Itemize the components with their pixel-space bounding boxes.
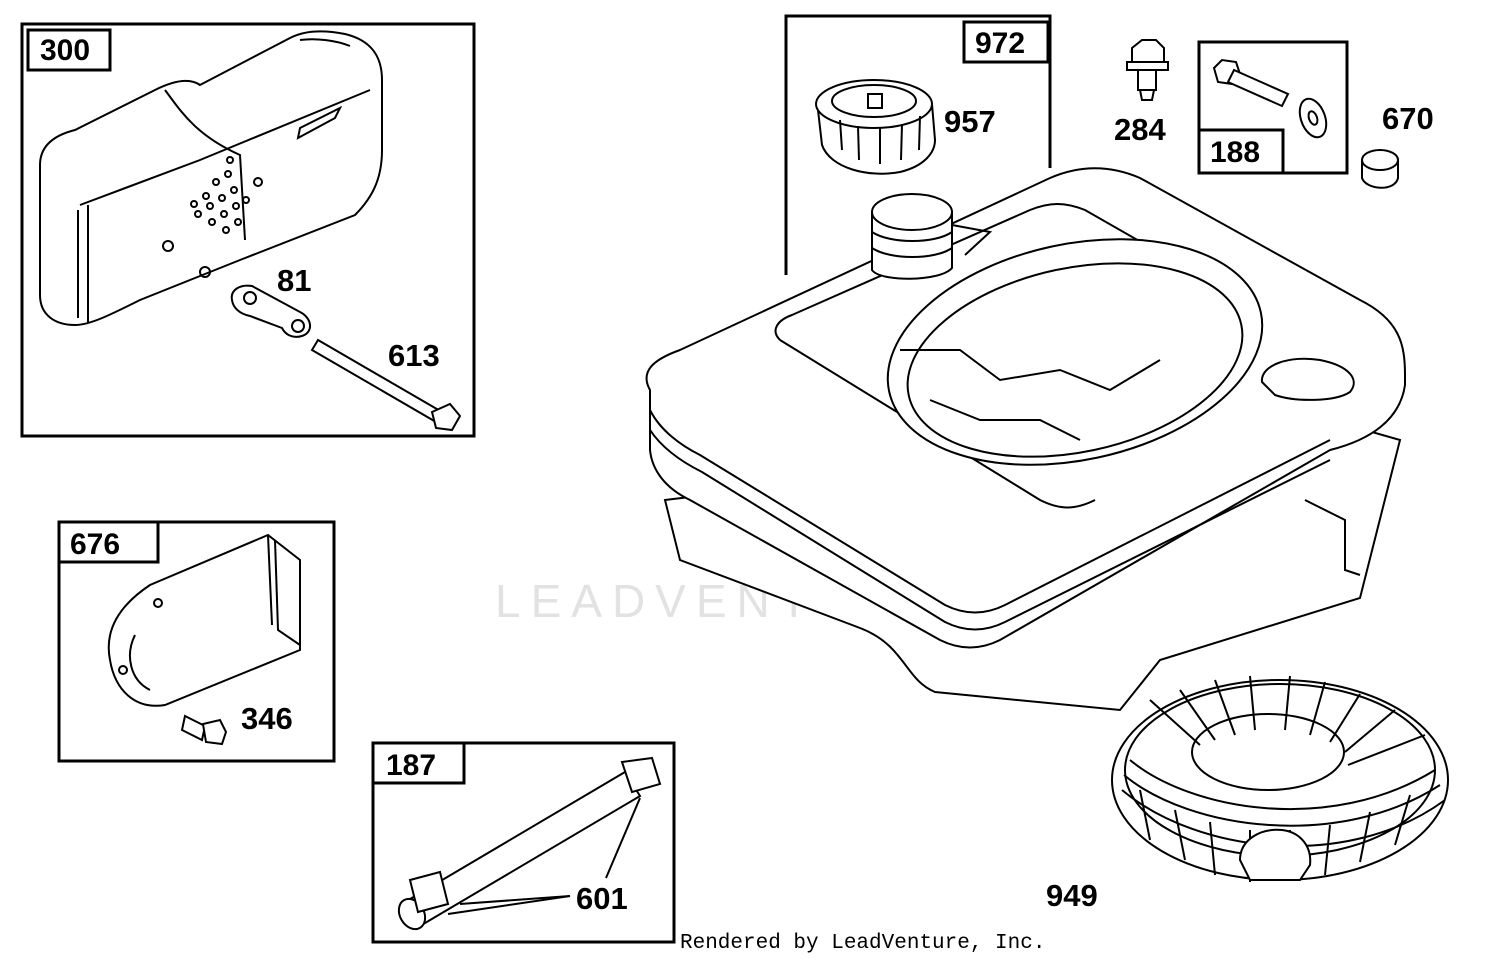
tag-187-box [371, 741, 466, 785]
tube-601-drawing [397, 756, 662, 931]
group-972: 972 957 [784, 14, 1052, 275]
group-187: 187 601 [371, 741, 676, 944]
spacer-670-drawing [1361, 149, 1399, 189]
group-300-frame [20, 22, 476, 438]
tag-972: 972 [975, 27, 1025, 60]
screw-284-drawing [1126, 39, 1169, 101]
bolt-613-drawing [310, 338, 462, 432]
group-676-frame [57, 520, 336, 763]
screw-346-drawing [180, 714, 228, 746]
lock-plate-drawing [230, 284, 311, 338]
heat-shield-drawing [107, 533, 301, 707]
tag-676: 676 [70, 528, 120, 561]
footer-credit: Rendered by LeadVenture, Inc. [680, 932, 1045, 955]
tag-188-box [1197, 128, 1285, 175]
label-346: 346 [241, 701, 293, 736]
group-187-frame [371, 741, 676, 944]
label-670: 670 [1382, 101, 1434, 136]
tag-300-box [26, 28, 112, 72]
label-613: 613 [388, 338, 440, 373]
label-81: 81 [277, 263, 311, 298]
group-972-frame [784, 14, 1052, 275]
fill-neck [871, 193, 993, 280]
label-284: 284 [1114, 112, 1166, 147]
label-957: 957 [944, 104, 996, 139]
tag-972-box [962, 20, 1050, 64]
tag-188: 188 [1210, 136, 1260, 169]
group-676: 676 346 [57, 520, 336, 763]
group-300: 300 [20, 22, 476, 438]
label-601: 601 [576, 881, 628, 916]
bolt-188-drawing [1212, 58, 1328, 139]
fuel-cap-drawing [815, 79, 937, 175]
rotating-screen-949-drawing [1111, 675, 1449, 882]
leader-601-c [605, 797, 641, 879]
tag-187: 187 [386, 749, 436, 782]
tag-300: 300 [40, 34, 90, 67]
leader-601-a [447, 895, 571, 915]
muffler-drawing [39, 30, 383, 327]
fuel-tank-drawing [645, 167, 1406, 712]
tag-676-box [57, 520, 160, 564]
leader-601-b [459, 895, 571, 905]
label-949: 949 [1046, 878, 1098, 913]
group-188: 188 [1197, 40, 1349, 175]
